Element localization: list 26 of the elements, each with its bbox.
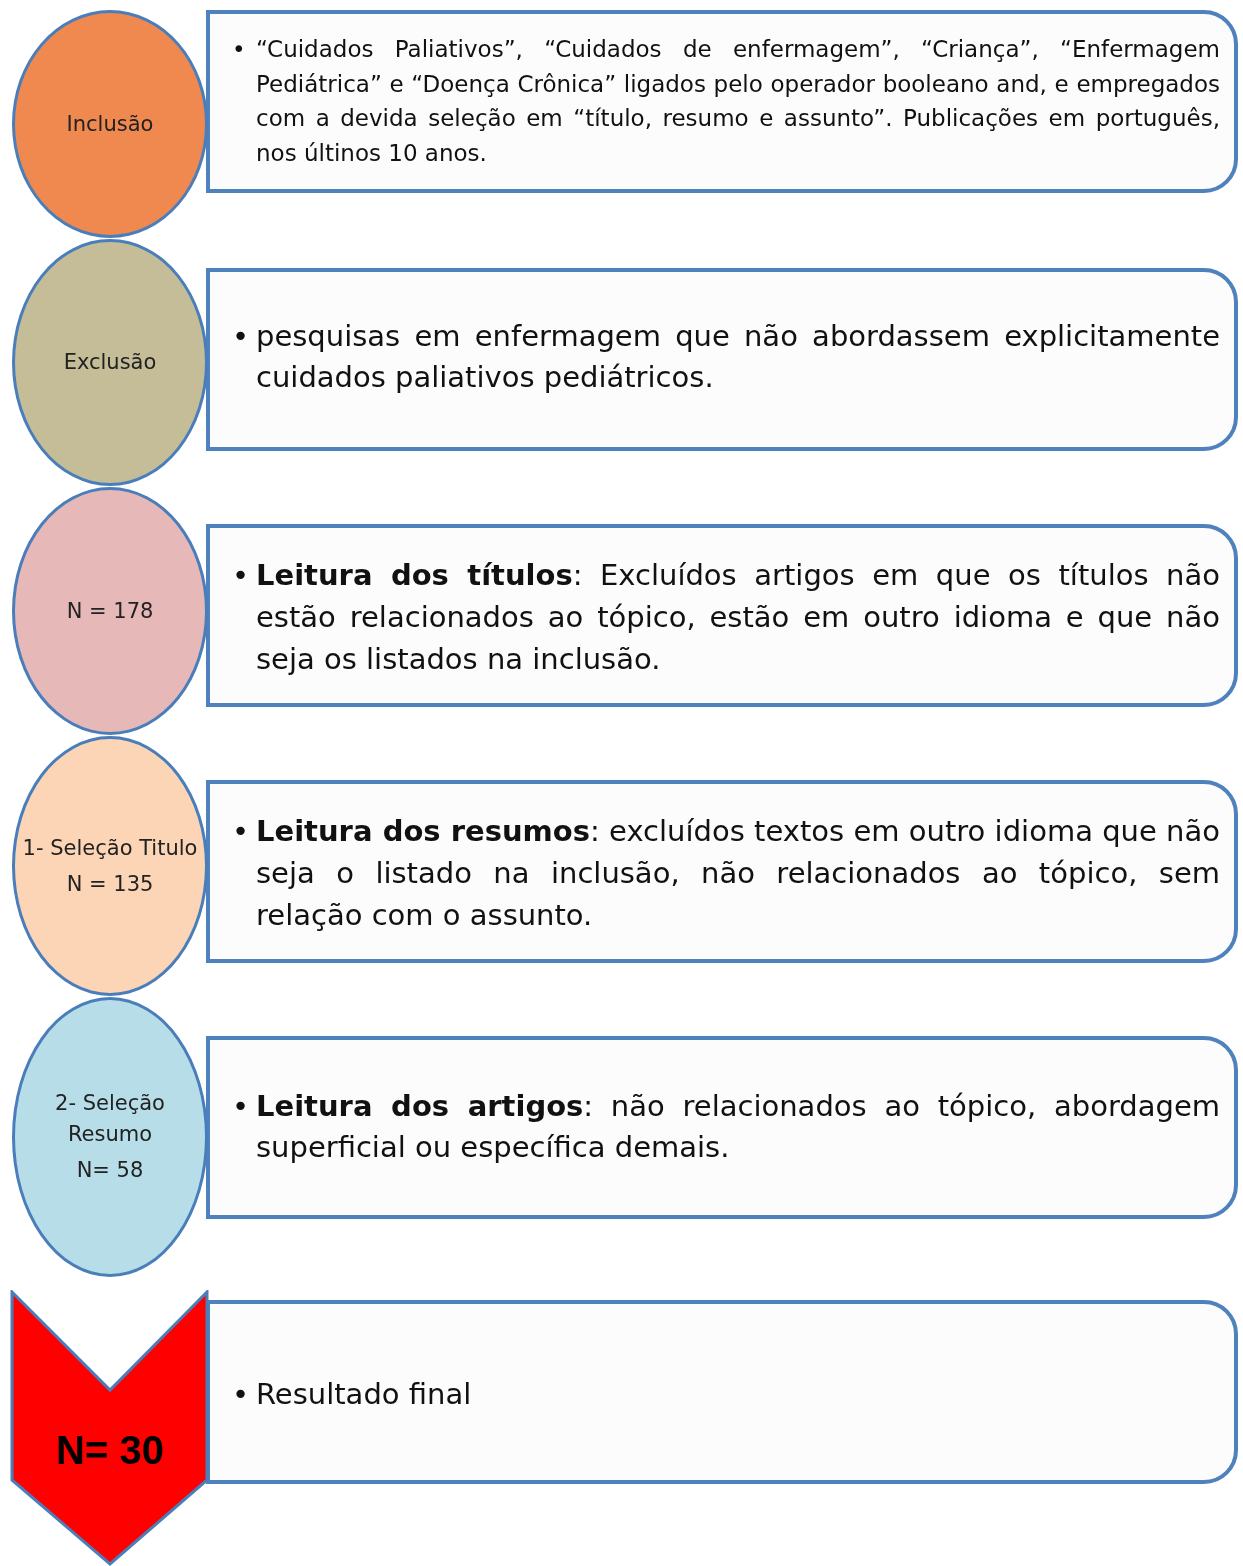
stage-label: N = 178 — [66, 597, 154, 625]
bullet-marker: • — [232, 1088, 251, 1125]
text-panel — [206, 524, 1238, 707]
stage-label: 2- Seleção Resumo — [54, 1090, 166, 1148]
criteria-text: Leitura dos resumos: excluídos textos em outro idioma que não seja o listado na inclusão, não relacionados ao tópico, sem relação com o assunto. — [256, 813, 1220, 935]
bullet-marker: • — [232, 1376, 251, 1413]
stage-label: 1- Seleção Titulo — [22, 834, 198, 862]
bullet-marker: • — [232, 318, 251, 355]
criteria-text: Leitura dos artigos: não relacionados ao tópico, abordagem superficial ou específica demais. — [256, 1088, 1220, 1166]
stage-label: Exclusão — [63, 349, 157, 377]
text-panel — [206, 780, 1238, 963]
text-panel — [206, 1300, 1238, 1484]
bullet-marker: • — [232, 813, 251, 850]
text-panel — [206, 10, 1238, 193]
stage-label: N= 58 — [76, 1157, 144, 1185]
criteria-text: Resultado final — [256, 1376, 473, 1413]
text-panel — [206, 1036, 1238, 1219]
result-count: N= 30 — [56, 1427, 164, 1473]
criteria-text: Leitura dos títulos: Excluídos artigos em que os títulos não estão relacionados ao tópico, estão em outro idioma e que não seja os listados na inclusão. — [256, 557, 1220, 679]
stage-label: Inclusão — [66, 110, 154, 138]
bullet-marker: • — [232, 557, 251, 594]
bullet-marker: • — [232, 35, 247, 64]
criteria-text: “Cuidados Paliativos”, “Cuidados de enfermagem”, “Criança”, “Enfermagem Pediátrica” e “Doença Crônica” ligados pelo operador booleano and, e empregados com a devida seleção em “título, resumo e assunto”. Publicações em português, nos últinos 10 anos. — [256, 35, 1220, 168]
stage-label: N = 135 — [66, 871, 154, 898]
criteria-text: pesquisas em enfermagem que não abordassem explicitamente cuidados paliativos pediátricos. — [256, 318, 1220, 396]
text-panel — [206, 268, 1238, 451]
